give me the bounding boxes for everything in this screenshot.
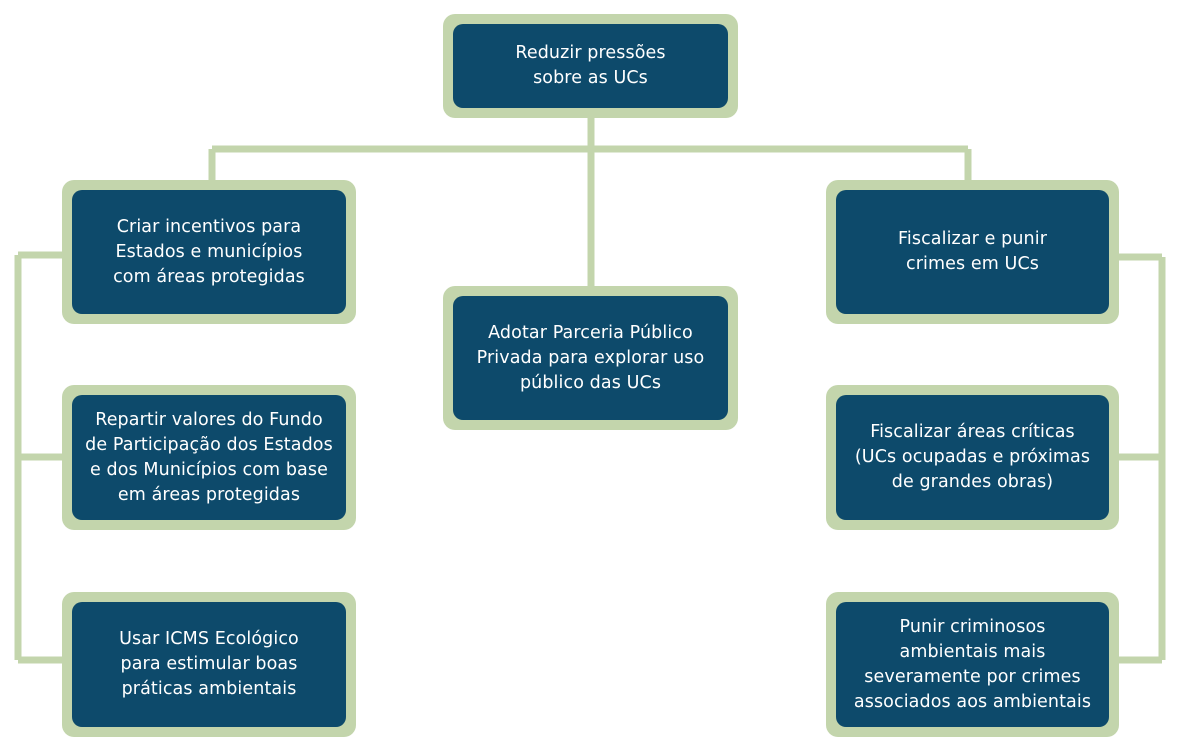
node-right-3-label: Punir criminosos ambientais mais severam…: [853, 616, 1092, 712]
node-center: Adotar Parceria Público Privada para exp…: [443, 286, 738, 430]
node-center-label: Adotar Parceria Público Privada para exp…: [476, 322, 705, 393]
node-root-label: Reduzir pressões sobre as UCs: [515, 43, 666, 88]
node-left-1: Criar incentivos para Estados e municípi…: [62, 180, 356, 324]
node-left-3: Usar ICMS Ecológico para estimular boas …: [62, 592, 356, 737]
node-right-1: Fiscalizar e punir crimes em UCs: [826, 180, 1119, 324]
node-right-2: Fiscalizar áreas críticas (UCs ocupadas …: [826, 385, 1119, 530]
node-left-3-label: Usar ICMS Ecológico para estimular boas …: [119, 629, 299, 699]
node-right-3: Punir criminosos ambientais mais severam…: [826, 592, 1119, 737]
node-left-1-label: Criar incentivos para Estados e municípi…: [113, 216, 305, 287]
node-right-2-label: Fiscalizar áreas críticas (UCs ocupadas …: [854, 422, 1091, 492]
node-left-2-label: Repartir valores do Fundo de Participaçã…: [85, 409, 333, 505]
node-right-1-label: Fiscalizar e punir crimes em UCs: [898, 229, 1047, 274]
node-left-2: Repartir valores do Fundo de Participaçã…: [62, 385, 356, 530]
node-root: Reduzir pressões sobre as UCs: [443, 14, 738, 118]
